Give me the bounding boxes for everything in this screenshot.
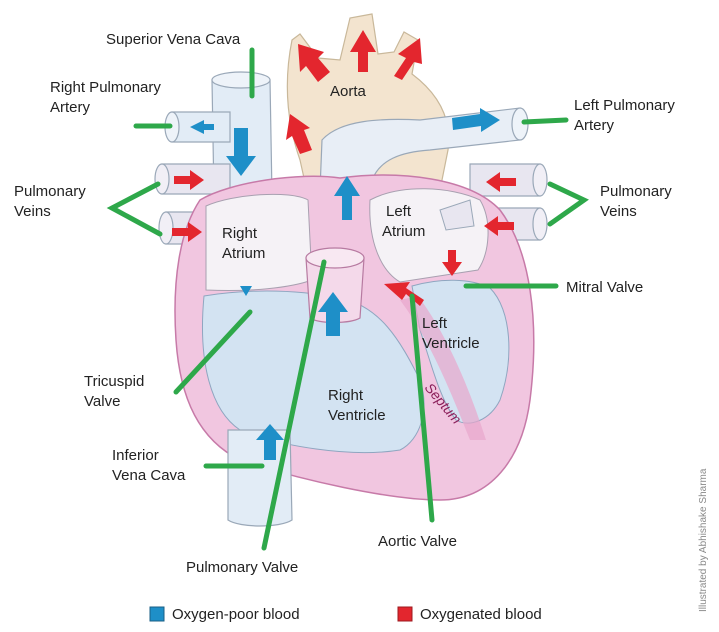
label-right-pulmonary-artery-line1: Right Pulmonary: [50, 79, 161, 96]
label-right-atrium-line2: Atrium: [222, 245, 265, 262]
label-mitral-valve: Mitral Valve: [566, 279, 643, 296]
label-pulmonary-veins-left-line1: Pulmonary: [14, 183, 86, 200]
label-left-pulmonary-artery-line1: Left Pulmonary: [574, 97, 675, 114]
label-right-pulmonary-artery-line2: Artery: [50, 99, 91, 116]
inferior-vena-cava-vessel: [228, 430, 292, 526]
label-tricuspid-valve-line2: Valve: [84, 393, 120, 410]
label-pulmonary-valve: Pulmonary Valve: [186, 559, 298, 576]
label-inferior-vena-cava-line2: Vena Cava: [112, 467, 186, 484]
legend-swatch-oxygenated: [398, 607, 412, 621]
pointer-pulmonary-veins-right: [550, 184, 584, 224]
legend-label-oxygen-poor: Oxygen-poor blood: [172, 606, 300, 623]
label-right-ventricle-line2: Ventricle: [328, 407, 386, 424]
label-left-ventricle-line2: Ventricle: [422, 335, 480, 352]
illustrator-credit: Illustrated by Abhishake Sharma: [698, 468, 709, 612]
label-aorta: Aorta: [330, 83, 367, 100]
legend-label-oxygenated: Oxygenated blood: [420, 606, 542, 623]
label-aortic-valve: Aortic Valve: [378, 533, 457, 550]
label-pulmonary-veins-right-line1: Pulmonary: [600, 183, 672, 200]
label-right-atrium-line1: Right: [222, 225, 258, 242]
label-left-pulmonary-artery-line2: Artery: [574, 117, 615, 134]
pointer-left-pulmonary-artery: [524, 120, 566, 122]
pointer-pulmonary-veins-left: [112, 184, 160, 234]
label-pulmonary-veins-right-line2: Veins: [600, 203, 637, 220]
label-left-atrium-line1: Left: [386, 203, 412, 220]
label-superior-vena-cava: Superior Vena Cava: [106, 31, 241, 48]
label-left-ventricle-line1: Left: [422, 315, 448, 332]
legend: Oxygen-poor blood Oxygenated blood: [150, 606, 542, 623]
label-pulmonary-veins-left-line2: Veins: [14, 203, 51, 220]
label-left-atrium-line2: Atrium: [382, 223, 425, 240]
legend-swatch-oxygen-poor: [150, 607, 164, 621]
label-inferior-vena-cava-line1: Inferior: [112, 447, 159, 464]
right-atrium-chamber: [206, 194, 312, 290]
label-right-ventricle-line1: Right: [328, 387, 364, 404]
label-tricuspid-valve-line1: Tricuspid: [84, 373, 144, 390]
